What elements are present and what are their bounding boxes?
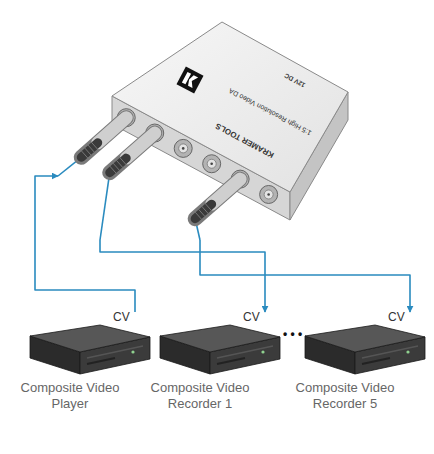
boot-rib	[198, 209, 205, 216]
port-label: CV	[243, 310, 260, 324]
video-device: CVComposite Video Player	[15, 312, 145, 413]
boot-rib	[195, 212, 202, 219]
bnc-plug-outline	[81, 118, 126, 158]
boot-rib	[205, 203, 212, 210]
model-name: 1:5 High Resolution Video DA	[228, 87, 313, 137]
device-box	[145, 312, 295, 382]
boot-rib	[88, 145, 95, 152]
port-label: CV	[388, 310, 405, 324]
bnc-plug-body	[126, 133, 155, 158]
device-box	[15, 312, 165, 382]
bnc-plug-boot	[81, 143, 98, 158]
brand-name: KRAMER TOOLS	[215, 121, 276, 158]
bnc-connector	[260, 185, 278, 203]
boot-rib	[81, 151, 88, 158]
device-name: Composite Video Player	[10, 380, 130, 411]
bnc-connector	[174, 139, 192, 157]
boot-rib	[116, 160, 123, 167]
video-cable	[200, 240, 410, 312]
device-box	[290, 312, 434, 382]
power-label: 12V DC	[283, 72, 306, 88]
bnc-plug-body	[212, 179, 241, 204]
port-label: CV	[113, 310, 130, 324]
bnc-socket	[207, 159, 216, 168]
device-name: Composite Video Recorder 1	[140, 380, 260, 411]
video-cable	[100, 240, 265, 312]
bnc-connector	[203, 155, 221, 173]
bnc-socket	[179, 144, 188, 153]
video-device: CVComposite Video Recorder 5	[290, 312, 420, 413]
bnc-plug-boot	[110, 158, 127, 173]
boot-rib	[113, 163, 120, 170]
bnc-pin	[267, 193, 270, 196]
bnc-pin	[182, 147, 185, 150]
bnc-socket	[264, 190, 273, 199]
boot-rib	[91, 142, 98, 149]
bnc-plug-boot	[195, 204, 212, 219]
device-name: Composite Video Recorder 5	[285, 380, 405, 411]
boot-rib	[120, 157, 127, 164]
bnc-plug-outline	[195, 179, 240, 219]
cable-tail	[100, 173, 110, 240]
boot-rib	[85, 148, 92, 155]
ellipsis-mark: • • •	[283, 327, 302, 341]
bnc-pin	[210, 162, 213, 165]
video-device: CVComposite Video Recorder 1	[145, 312, 275, 413]
video-cable	[35, 176, 135, 312]
boot-rib	[110, 166, 117, 173]
distribution-amplifier: KRAMER TOOLS1:5 High Resolution Video DA…	[58, 15, 350, 240]
boot-rib	[202, 206, 209, 213]
bnc-plug-outline	[110, 133, 155, 173]
bnc-plug-body	[98, 118, 127, 143]
